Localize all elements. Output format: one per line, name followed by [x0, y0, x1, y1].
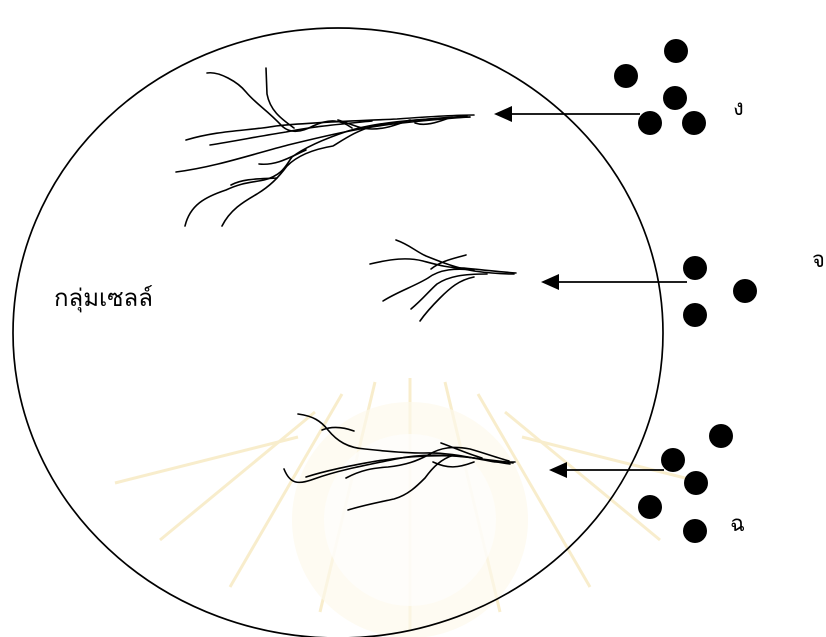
branch-structure-top [176, 68, 474, 226]
arrow-bottom [549, 462, 664, 478]
dot-cluster-middle [683, 256, 757, 327]
dot-cluster-bottom [638, 424, 733, 543]
branch-structure-middle [370, 240, 516, 321]
arrow-top [494, 106, 640, 122]
seal-watermark [115, 378, 705, 637]
dot-cluster-top [614, 39, 706, 135]
mark-bottom-label: ฉ [730, 514, 745, 536]
mark-top-label: ง [733, 98, 744, 120]
arrow-middle [541, 274, 687, 290]
cell-group-label: กลุ่มเซลล์ [54, 286, 153, 310]
mark-middle-label: จ [812, 250, 825, 272]
